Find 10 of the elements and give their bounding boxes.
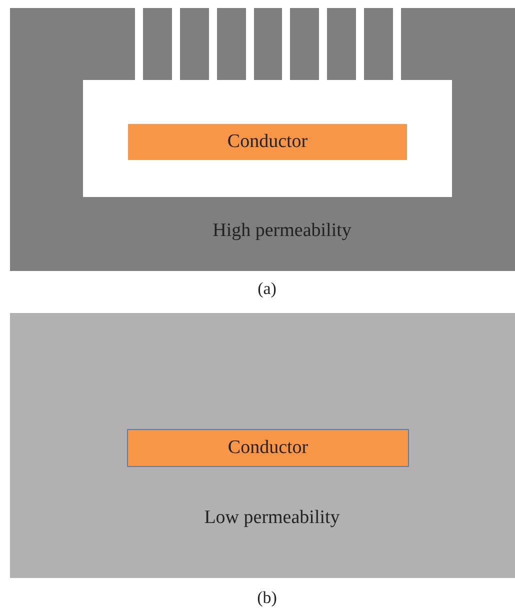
panel-caption: (b) bbox=[257, 588, 277, 608]
material-region bbox=[10, 313, 515, 578]
conductor-bar bbox=[127, 429, 409, 467]
conductor-bar bbox=[128, 124, 407, 160]
conductor-label: Conductor bbox=[227, 131, 308, 153]
region-label: Low permeability bbox=[204, 507, 340, 529]
panel-caption: (a) bbox=[258, 279, 276, 299]
region-label: High permeability bbox=[212, 220, 352, 242]
material-region bbox=[10, 8, 515, 271]
conductor-label: Conductor bbox=[228, 437, 308, 459]
